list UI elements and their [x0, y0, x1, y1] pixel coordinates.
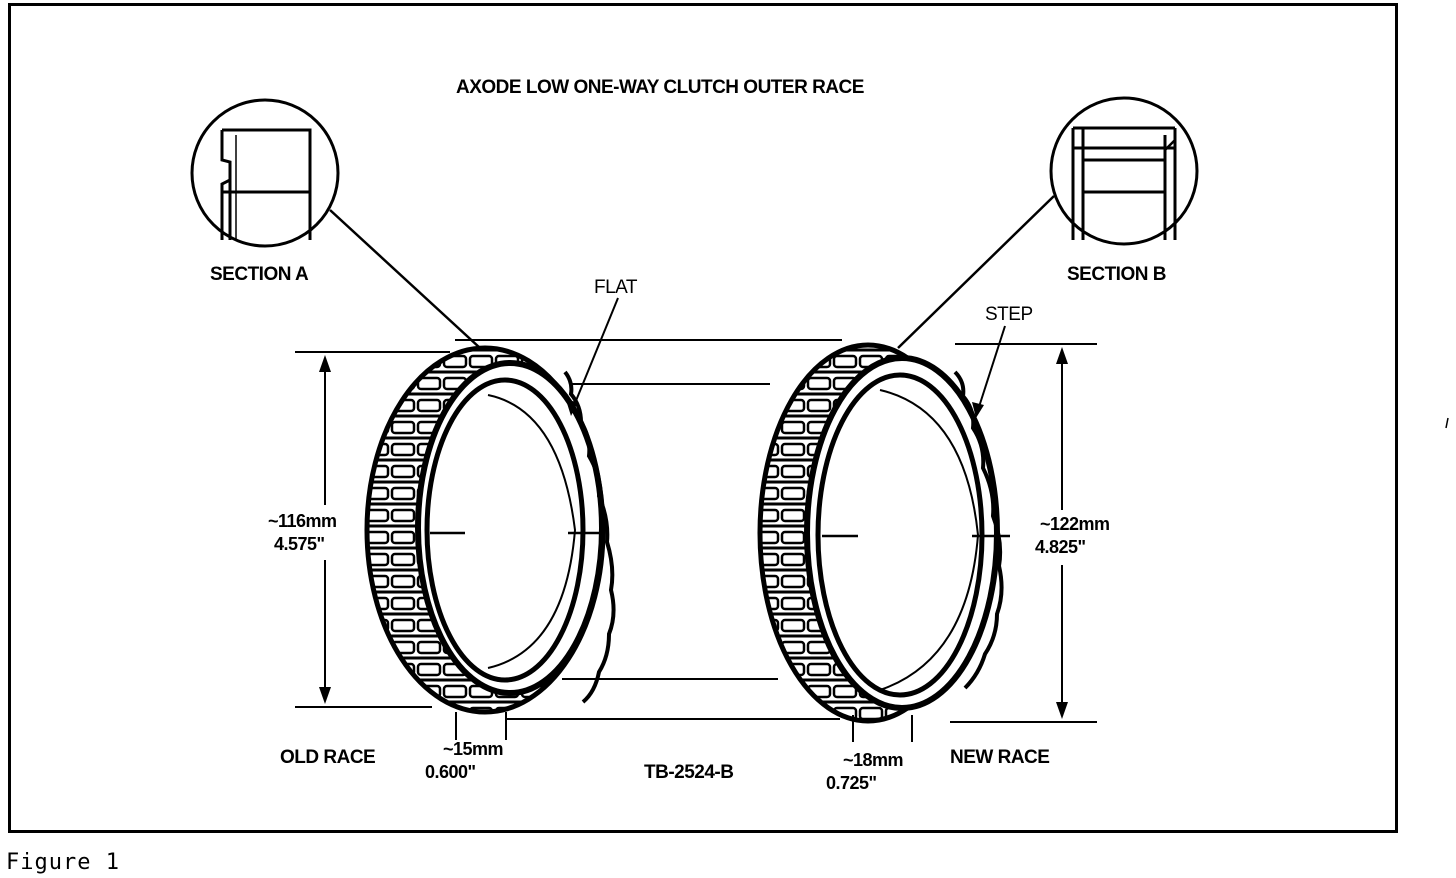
section-a-label: SECTION A — [210, 264, 309, 285]
new-race-height-dimension — [950, 343, 1097, 723]
old-race-width-in: 0.600" — [425, 762, 476, 782]
old-race-height-dimension — [295, 351, 450, 708]
new-race-drawing — [757, 342, 1010, 724]
old-race-diameter-mm: ~116mm — [268, 511, 337, 531]
new-race-width-mm: ~18mm — [843, 750, 904, 770]
scan-artifact — [1445, 417, 1449, 429]
step-arrow — [972, 325, 1006, 418]
old-race-drawing — [364, 345, 616, 715]
step-callout: STEP — [985, 304, 1033, 325]
flat-arrow — [566, 297, 619, 416]
old-race-label: OLD RACE — [280, 747, 376, 768]
section-b-detail — [1049, 96, 1199, 246]
old-race-diameter-in: 4.575" — [274, 534, 325, 554]
new-race-diameter-in: 4.825" — [1035, 537, 1086, 557]
figure-caption: Figure 1 — [6, 850, 120, 875]
section-a-leader — [329, 209, 481, 349]
section-a-detail — [190, 98, 340, 248]
projection-lines — [455, 339, 842, 720]
new-race-width-in: 0.725" — [826, 773, 877, 793]
section-b-leader — [897, 195, 1055, 349]
old-race-width-mm: ~15mm — [443, 739, 504, 759]
part-code: TB-2524-B — [644, 762, 734, 783]
section-b-label: SECTION B — [1067, 264, 1166, 285]
new-race-label: NEW RACE — [950, 747, 1050, 768]
flat-callout: FLAT — [594, 277, 638, 298]
new-race-diameter-mm: ~122mm — [1040, 514, 1110, 534]
diagram-title: AXODE LOW ONE-WAY CLUTCH OUTER RACE — [456, 77, 864, 98]
width-ticks — [455, 712, 913, 742]
